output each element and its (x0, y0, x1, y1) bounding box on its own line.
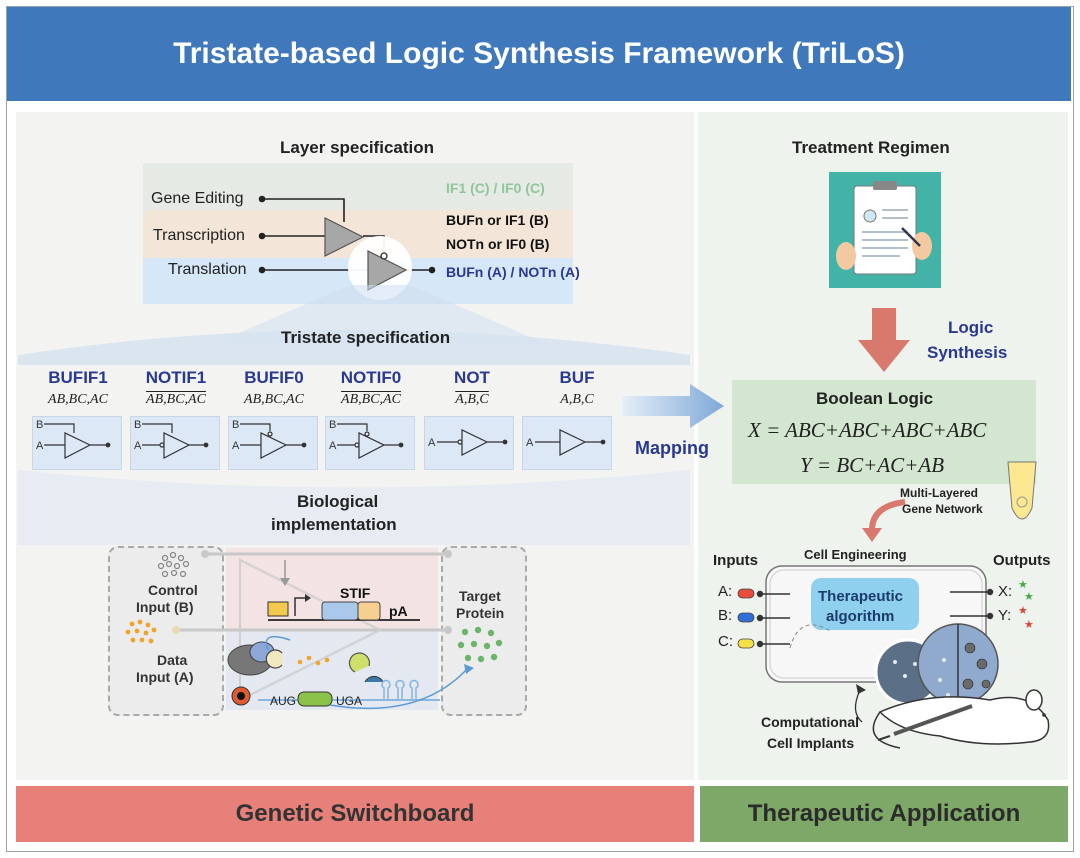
svg-text:A: A (526, 437, 534, 449)
logic-synthesis-label-2: Synthesis (927, 343, 1008, 362)
output-x-label: X: (998, 583, 1013, 600)
network-label-2: Gene Network (902, 502, 983, 516)
gate-expr-not: A,B,C (455, 392, 489, 407)
control-input-label-1: Control (148, 582, 198, 598)
svg-text:A: A (329, 440, 337, 452)
row-transcription: Transcription (153, 227, 245, 244)
svg-text:B: B (232, 419, 239, 431)
footer-genetic-switchboard: Genetic Switchboard (16, 786, 694, 842)
layer-right-mid-1: BUFn or IF1 (B) (446, 212, 549, 228)
svg-text:A: A (428, 437, 436, 449)
bio-header-1: Biological (297, 492, 379, 511)
stif-label: STIF (340, 585, 371, 601)
svg-text:★: ★ (1018, 578, 1028, 591)
boolean-logic-header: Boolean Logic (816, 389, 934, 408)
gate-expr-buf: A,B,C (560, 392, 594, 407)
output-y-label: Y: (998, 607, 1012, 624)
footer-therapeutic-application: Therapeutic Application (700, 786, 1068, 842)
svg-text:★: ★ (1018, 604, 1028, 617)
gate-expr-bufif0: AB,BC,AC (244, 392, 304, 407)
figure-title: Tristate-based Logic Synthesis Framework… (7, 7, 1071, 101)
gate-name-bufif1: BUFIF1 (48, 368, 108, 387)
layer-spec-header: Layer specification (280, 138, 435, 157)
inputs-header: Inputs (713, 552, 758, 569)
gate-name-buf: BUF (559, 368, 595, 387)
equation-y: Y = BC+AC+AB (800, 453, 945, 477)
layer-right-top: IF1 (C) / IF0 (C) (446, 180, 545, 196)
svg-text:★: ★ (1024, 618, 1034, 631)
gate-name-notif1: NOTIF1 (145, 368, 207, 387)
implants-label-2: Cell Implants (767, 735, 855, 751)
algorithm-label-1: Therapeutic (818, 588, 904, 605)
svg-text:A: A (36, 440, 44, 452)
svg-text:A: A (134, 440, 142, 452)
cell-engineering-header: Cell Engineering (804, 547, 907, 562)
pa-label: pA (389, 603, 408, 619)
svg-text:★: ★ (1024, 590, 1034, 603)
gate-name-notif0: NOTIF0 (340, 368, 402, 387)
gate-name-not: NOT (454, 368, 490, 387)
outputs-header: Outputs (993, 552, 1051, 569)
gene-editing-band (143, 163, 573, 210)
logic-synthesis-label-1: Logic (948, 318, 994, 337)
control-molecules (157, 551, 190, 578)
row-translation: Translation (168, 261, 247, 278)
input-a-label: A: (718, 583, 733, 600)
control-input-label-2: Input (B) (136, 599, 194, 615)
network-label-1: Multi-Layered (900, 486, 979, 500)
data-input-label-1: Data (157, 652, 188, 668)
treatment-header: Treatment Regimen (792, 138, 950, 157)
row-gene-editing: Gene Editing (151, 190, 244, 207)
layer-right-mid-2: NOTn or IF0 (B) (446, 236, 550, 252)
data-molecules (125, 619, 157, 644)
gate-expr-bufif1: AB,BC,AC (48, 392, 108, 407)
target-label-2: Protein (456, 605, 505, 621)
mapping-label: Mapping (635, 438, 709, 458)
tristate-spec-header: Tristate specification (281, 328, 451, 347)
layer-right-bottom: BUFn (A) / NOTn (A) (446, 264, 580, 280)
input-c-label: C: (718, 633, 733, 650)
data-input-label-2: Input (A) (136, 669, 194, 685)
aug-label: AUG (270, 694, 297, 708)
svg-text:B: B (134, 419, 141, 431)
uga-label: UGA (336, 694, 363, 708)
gate-expr-notif1: AB,BC,AC (146, 392, 206, 407)
svg-text:B: B (36, 419, 43, 431)
gate-name-bufif0: BUFIF0 (244, 368, 304, 387)
target-label-1: Target (459, 588, 501, 604)
bio-header-2: implementation (271, 515, 397, 534)
equation-x: X = ABC+ABC+ABC+ABC (748, 418, 987, 442)
gate-expr-notif0: AB,BC,AC (341, 392, 401, 407)
svg-text:A: A (232, 440, 240, 452)
algorithm-label-2: algorithm (826, 608, 895, 625)
input-b-label: B: (718, 607, 733, 624)
svg-text:B: B (329, 419, 336, 431)
implants-label-1: Computational (761, 714, 859, 730)
